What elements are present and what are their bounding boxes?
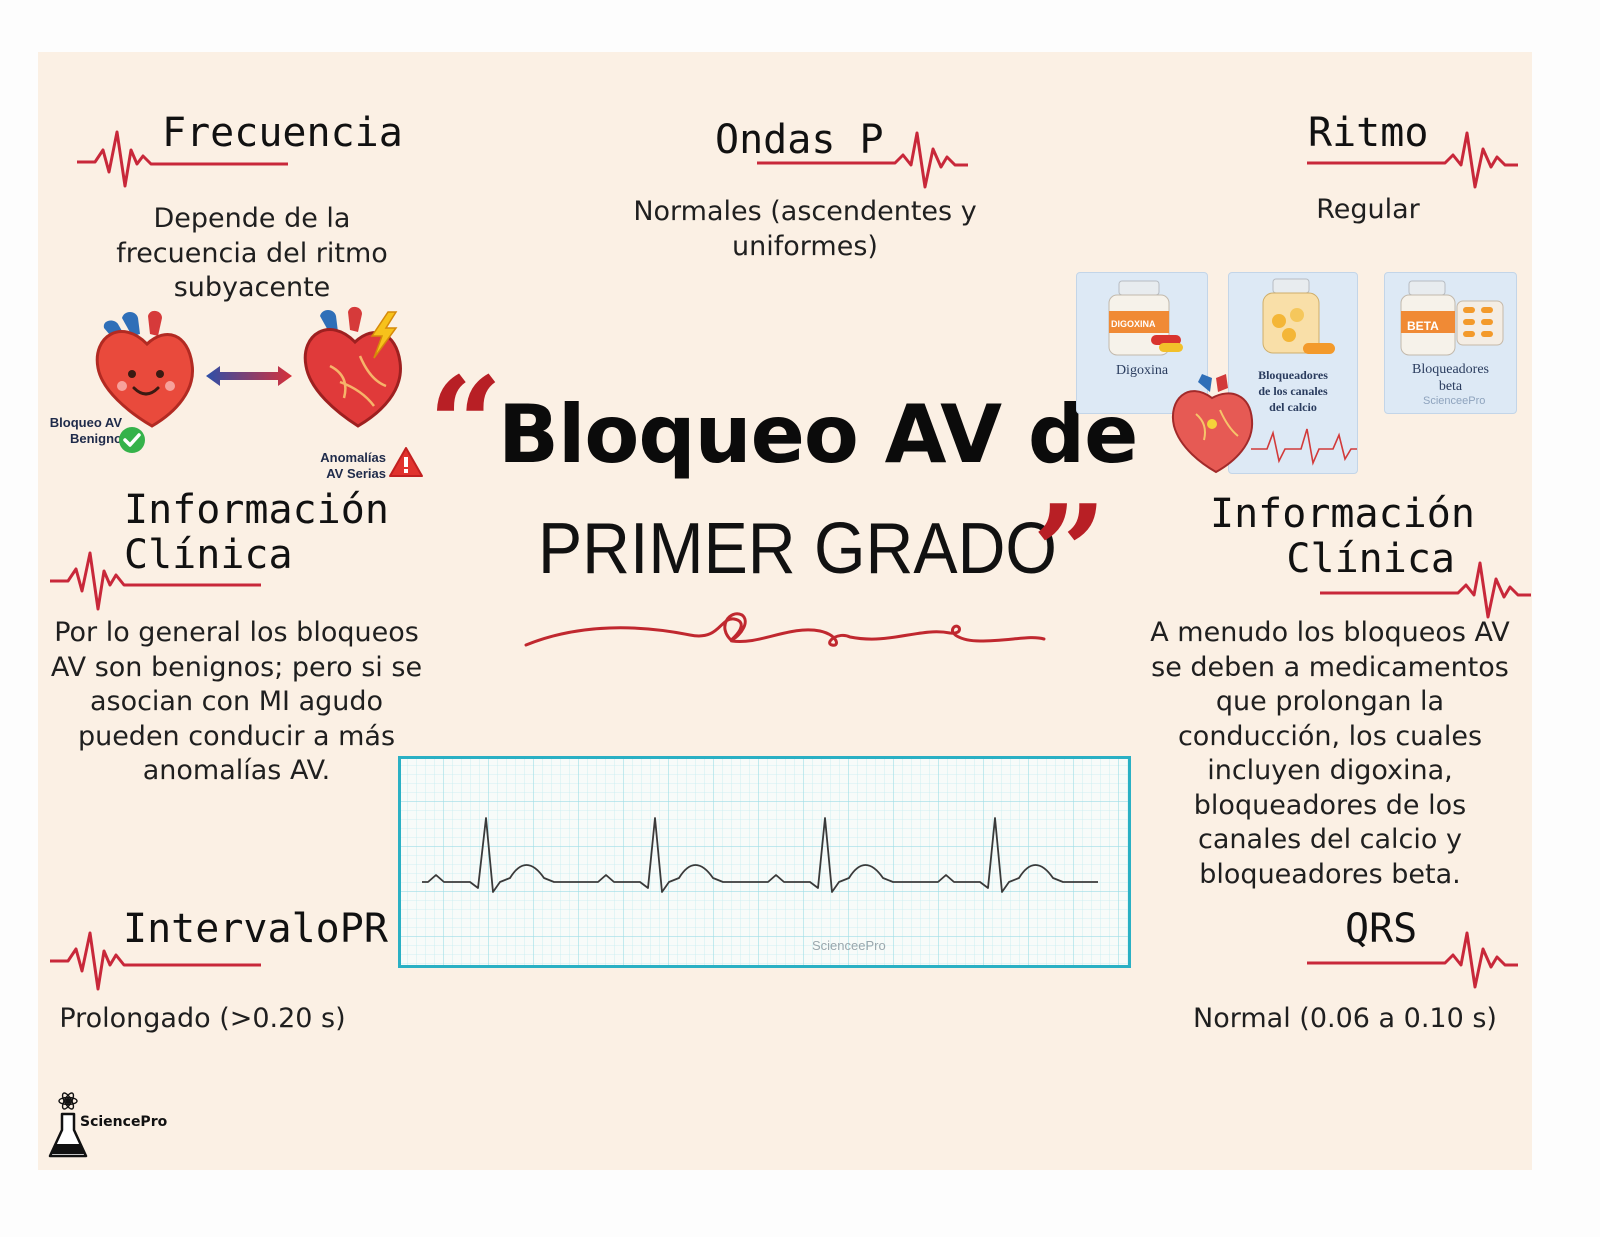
title-line2: PRIMER GRADO (538, 509, 1057, 589)
frecuencia-text: Depende de la frecuencia del ritmo subya… (116, 203, 388, 303)
beta-card: BETA Bloqueadores beta ScienceePro (1384, 272, 1517, 414)
pill-bottle-icon (1108, 280, 1183, 356)
decorative-heart-swirl (524, 612, 1046, 647)
damaged-heart-icon (303, 306, 402, 428)
ritmo-text: Regular (1316, 194, 1420, 225)
title-line1: Bloqueo AV de (498, 388, 1138, 481)
open-quote: “ (428, 348, 503, 501)
info-clinica-left-heading: Información Clínica (124, 487, 389, 578)
ecg-trace (422, 817, 1098, 893)
calcio-label: Bloqueadores de los canales del calcio (1258, 368, 1328, 414)
benign-label: Bloqueo AV Benigno (49, 415, 122, 446)
ecg-watermark: ScienceePro (812, 938, 886, 953)
anatomical-heart-icon (1171, 374, 1254, 474)
ondas-p-text: Normales (ascendentes y uniformes) (633, 196, 977, 262)
heartbeat-icon (1320, 561, 1531, 619)
happy-heart-icon (95, 310, 194, 428)
heartbeat-icon (1307, 931, 1518, 989)
heartbeat-icon (77, 130, 288, 188)
info-clinica-left-text: Por lo general los bloqueos AV son benig… (50, 617, 423, 786)
intervalo-pr-text: Prolongado (>0.20 s) (59, 1003, 346, 1034)
check-icon (119, 427, 145, 453)
warning-icon (389, 447, 423, 477)
pill-bottle-icon (1400, 280, 1504, 356)
double-arrow-icon (206, 366, 292, 386)
calcio-card: Bloqueadores de los canales del calcio (1228, 272, 1358, 474)
heartbeat-icon (50, 551, 261, 611)
qrs-heading: QRS (1345, 906, 1418, 952)
ecg-strip (398, 756, 1131, 968)
pill-bottle-icon (1262, 278, 1335, 354)
frecuencia-heading: Frecuencia (162, 110, 403, 156)
serious-label: Anomalías AV Serias (320, 450, 386, 481)
info-clinica-right-text: A menudo los bloqueos AV se deben a medi… (1150, 617, 1510, 890)
ritmo-heading: Ritmo (1308, 110, 1429, 156)
close-quote: ” (1032, 476, 1107, 629)
heartbeat-icon (757, 131, 968, 189)
ondas-p-heading: Ondas P (715, 117, 884, 163)
info-clinica-right-heading: Información Clínica (1210, 491, 1475, 582)
digoxina-card: DIGOXINA Digoxina (1076, 272, 1208, 414)
flask-logo-icon (48, 1092, 88, 1158)
digoxina-label: Digoxina (1115, 363, 1169, 378)
intervalo-pr-heading: IntervaloPR (123, 906, 388, 952)
beta-bottle-label: BETA (1407, 319, 1439, 333)
heartbeat-icon (50, 931, 261, 991)
infographic-card (38, 52, 1532, 1170)
ecg-trace-icon (1251, 428, 1357, 466)
beta-label: Bloqueadores beta (1412, 362, 1489, 394)
beta-watermark: ScienceePro (1423, 395, 1486, 407)
qrs-text: Normal (0.06 a 0.10 s) (1193, 1003, 1497, 1034)
heartbeat-icon (1307, 131, 1518, 189)
brand-name: SciencePro (80, 1114, 168, 1130)
digoxina-bottle-label: DIGOXINA (1111, 319, 1156, 329)
